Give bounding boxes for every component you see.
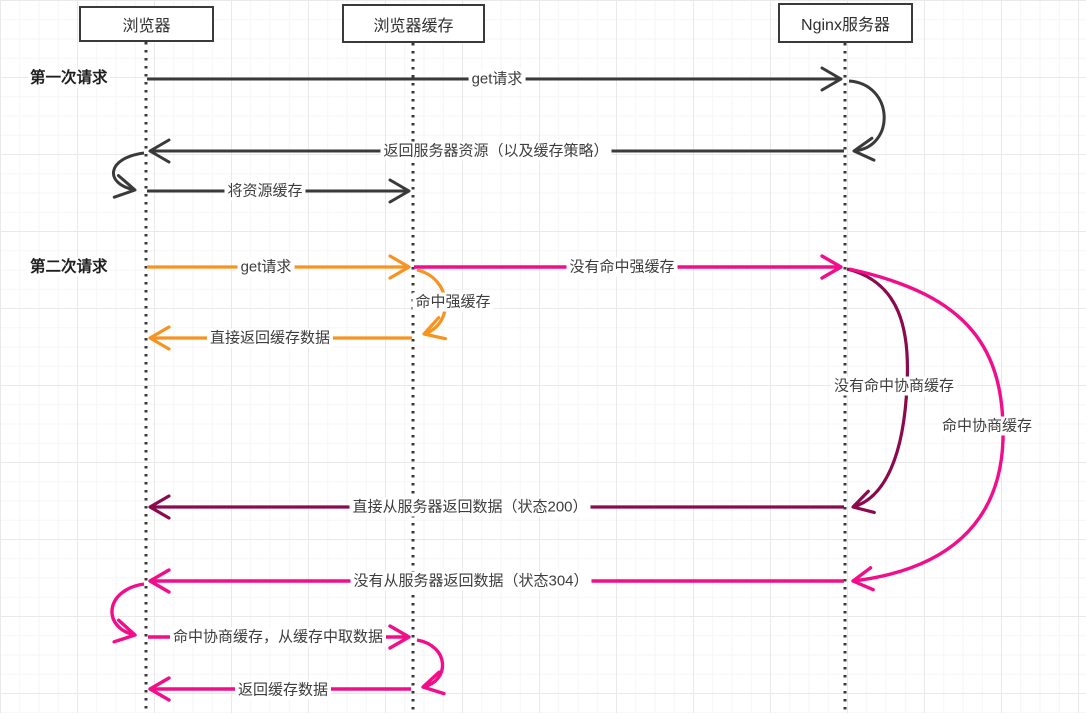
actor-browser-cache: 浏览器缓存 [342,4,485,43]
label-return-server-resource: 返回服务器资源（以及缓存策略） [380,141,612,161]
label-no-strong-cache-hit: 没有命中强缓存 [566,257,678,277]
actor-nginx-server: Nginx服务器 [778,3,913,43]
label-conditional-cache-hit: 命中协商缓存 [938,416,1036,436]
label-first-get-request: get请求 [468,69,526,89]
label-return-cached-data: 返回缓存数据 [234,680,332,700]
loop-cache-return [416,638,446,696]
loop-browser-take-from-cache [110,582,145,644]
actor-browser-label: 浏览器 [122,18,171,35]
label-return-cached-data-direct: 直接返回缓存数据 [206,328,334,348]
label-return-data-status-200: 直接从服务器返回数据（状态200） [349,497,591,517]
label-no-data-status-304: 没有从服务器返回数据（状态304） [350,571,592,591]
loop-browser-store [112,151,145,199]
label-store-resource: 将资源缓存 [224,181,306,201]
loop-nginx-processing [848,79,886,162]
actor-nginx-server-label: Nginx服务器 [801,17,890,34]
actor-browser-cache-label: 浏览器缓存 [373,17,454,35]
label-no-conditional-cache-hit: 没有命中协商缓存 [830,376,958,396]
label-fetch-from-cache: 命中协商缓存，从缓存中取数据 [169,627,387,647]
label-second-get-request: get请求 [237,257,295,277]
phase-first-request: 第一次请求 [28,68,110,88]
curve-conditional-cache-hit [848,267,1005,592]
actor-browser: 浏览器 [79,6,214,42]
label-strong-cache-hit: 命中强缓存 [412,292,494,312]
phase-second-request: 第二次请求 [28,257,110,277]
